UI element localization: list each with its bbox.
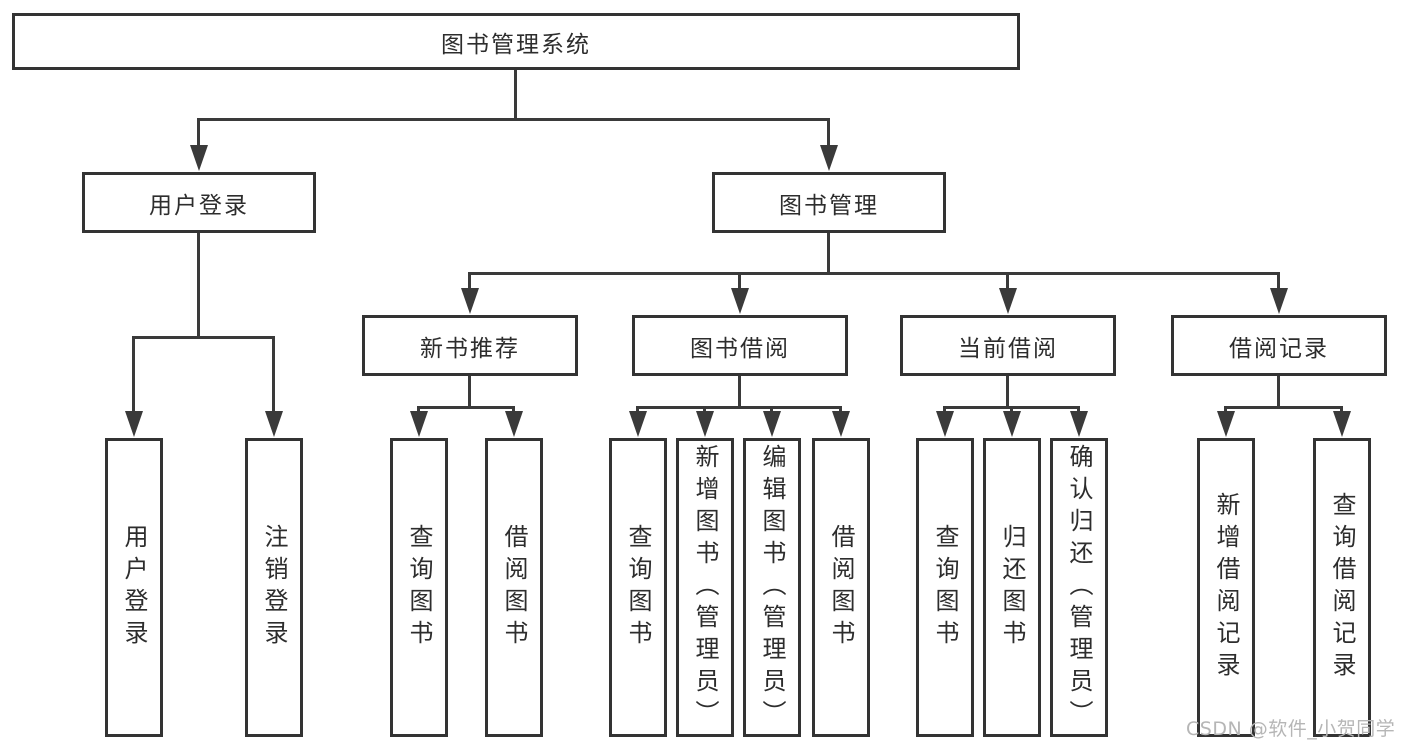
connector-line [943,406,946,414]
arrow-down-icon [1217,411,1235,437]
arrow-down-icon [832,411,850,437]
arrow-down-icon [696,411,714,437]
connector-line [636,406,639,414]
connector-line [132,336,275,339]
arrow-down-icon [1270,288,1288,314]
leaf-label: 归还图书 [998,523,1026,652]
connector-line [468,376,471,408]
arrow-down-icon [629,411,647,437]
connector-line [197,233,200,339]
connector-line [514,70,517,118]
connector-line [827,233,830,275]
leaf-label: 确认归还（管理员） [1065,443,1093,732]
leaf-label: 查询图书 [405,523,433,652]
node-book-borrowing: 图书借阅 [632,315,848,376]
connector-line [1224,406,1343,409]
leaf-query-books-current: 查询图书 [916,438,974,737]
arrow-down-icon [936,411,954,437]
node-borrowing-records: 借阅记录 [1171,315,1387,376]
csdn-watermark: CSDN @软件_小贺同学 [1186,718,1396,740]
node-label: 新书推荐 [420,335,520,362]
node-book-management: 图书管理 [712,172,946,233]
connector-line [1277,272,1280,294]
node-label: 图书管理 [779,192,879,219]
connector-line [1077,406,1080,414]
leaf-edit-book-admin: 编辑图书（管理员） [743,438,801,737]
leaf-return-books: 归还图书 [983,438,1041,737]
leaf-label: 编辑图书（管理员） [758,443,786,732]
connector-line [468,272,1280,275]
arrow-down-icon [820,145,838,171]
arrow-down-icon [999,288,1017,314]
leaf-label: 用户登录 [120,523,148,652]
connector-line [417,406,515,409]
leaf-label: 新增图书（管理员） [691,443,719,732]
leaf-borrow-books-borrowing: 借阅图书 [812,438,870,737]
connector-line [636,406,842,409]
node-label: 当前借阅 [958,335,1058,362]
leaf-label: 查询借阅记录 [1328,491,1356,684]
arrow-down-icon [731,288,749,314]
connector-line [738,272,741,294]
node-new-book-recommend: 新书推荐 [362,315,578,376]
connector-line [703,406,706,414]
connector-line [1224,406,1227,414]
connector-line [512,406,515,414]
leaf-label: 新增借阅记录 [1212,491,1240,684]
node-current-borrowing: 当前借阅 [900,315,1116,376]
leaf-query-books-recommend: 查询图书 [390,438,448,737]
leaf-borrow-books-recommend: 借阅图书 [485,438,543,737]
node-label: 用户登录 [149,192,249,219]
arrow-down-icon [265,411,283,437]
arrow-down-icon [410,411,428,437]
leaf-user-login: 用户登录 [105,438,163,737]
leaf-add-borrow-record: 新增借阅记录 [1197,438,1255,737]
connector-line [197,118,200,147]
connector-line [272,336,275,413]
node-label: 图书管理系统 [441,31,591,58]
leaf-query-borrow-record: 查询借阅记录 [1313,438,1371,737]
arrow-down-icon [1333,411,1351,437]
arrow-down-icon [190,145,208,171]
arrow-down-icon [461,288,479,314]
leaf-label: 借阅图书 [827,523,855,652]
node-label: 借阅记录 [1229,335,1329,362]
connector-line [827,118,830,147]
leaf-add-book-admin: 新增图书（管理员） [676,438,734,737]
connector-line [468,272,471,294]
connector-line [770,406,773,414]
arrow-down-icon [1070,411,1088,437]
connector-line [1277,376,1280,408]
leaf-label: 查询图书 [931,523,959,652]
connector-line [839,406,842,414]
leaf-query-books-borrowing: 查询图书 [609,438,667,737]
connector-line [1010,406,1013,414]
leaf-label: 查询图书 [624,523,652,652]
leaf-logout: 注销登录 [245,438,303,737]
node-user-login: 用户登录 [82,172,316,233]
node-label: 图书借阅 [690,335,790,362]
connector-line [1340,406,1343,414]
arrow-down-icon [505,411,523,437]
connector-line [738,376,741,408]
connector-line [197,118,829,121]
connector-line [1006,272,1009,294]
leaf-confirm-return-admin: 确认归还（管理员） [1050,438,1108,737]
connector-line [132,336,135,413]
arrow-down-icon [763,411,781,437]
connector-line [417,406,420,414]
connector-line [1006,376,1009,408]
arrow-down-icon [125,411,143,437]
leaf-label: 借阅图书 [500,523,528,652]
leaf-label: 注销登录 [260,523,288,652]
node-library-management-system: 图书管理系统 [12,13,1020,70]
arrow-down-icon [1003,411,1021,437]
